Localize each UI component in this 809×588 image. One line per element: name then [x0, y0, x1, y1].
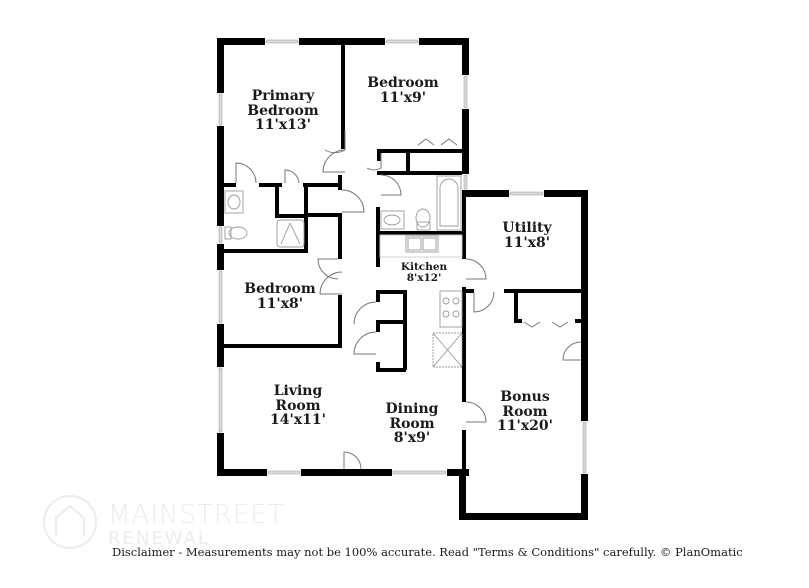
room-name: Bedroom: [367, 75, 439, 91]
room-name: Bedroom: [244, 281, 316, 297]
watermark-logo-icon: [43, 495, 97, 549]
room-dimensions: 14'x11': [270, 412, 326, 429]
room-dimensions: 11'x8': [256, 295, 304, 312]
room-name: Living: [273, 383, 323, 399]
disclaimer-text: Disclaimer - Measurements may not be 100…: [112, 545, 743, 559]
room-dimensions: 11'x20': [497, 418, 553, 435]
doors: [235, 130, 582, 470]
windows: [217, 38, 588, 476]
room-dimensions: 8'x9': [393, 430, 431, 447]
room-dimensions: 11'x9': [379, 89, 427, 106]
watermark-subbrand: RENEWAL: [108, 528, 210, 549]
fixtures: [224, 175, 463, 368]
interior-walls: [224, 45, 581, 476]
watermark-brand: MAINSTREET: [108, 500, 285, 530]
room-dimensions: 8'x12': [406, 272, 442, 285]
room-dimensions: 11'x8': [503, 234, 551, 251]
room-name: Bedroom: [247, 102, 319, 119]
room-name: Room: [502, 403, 548, 420]
room-name: Room: [389, 415, 435, 432]
room-dimensions: 11'x13': [255, 117, 311, 134]
room-name: Bonus: [500, 389, 550, 405]
room-name: Dining: [385, 401, 439, 417]
room-name: Primary: [251, 88, 315, 104]
room-name: Room: [275, 397, 321, 414]
room-name: Kitchen: [400, 261, 448, 273]
room-name: Utility: [502, 220, 552, 236]
